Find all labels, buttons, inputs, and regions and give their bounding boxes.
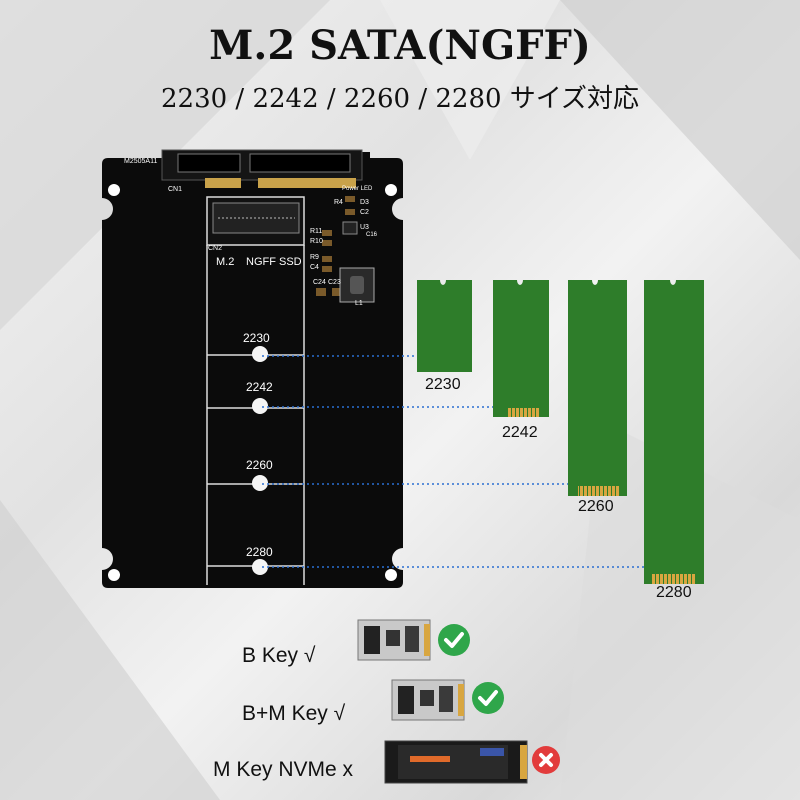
- ssd-size-label: 2242: [502, 424, 538, 441]
- ssd-size-label: 2280: [656, 584, 692, 601]
- power-led-label: Power LED: [342, 186, 373, 192]
- ssd-card-2242: [493, 280, 549, 417]
- standoffs: [252, 346, 268, 575]
- mount-label-2280: 2280: [246, 545, 273, 559]
- component-label: R11: [310, 228, 323, 235]
- mount-label-2260: 2260: [246, 458, 273, 472]
- check-icon: [438, 624, 470, 656]
- component-label: C24: [313, 279, 326, 286]
- size-guide-lines: [262, 355, 648, 568]
- mount-label-2230: 2230: [243, 331, 270, 345]
- page-subtitle: 2230 / 2242 / 2260 / 2280 サイズ対応: [160, 84, 640, 114]
- component-label: C23: [328, 279, 341, 286]
- ssd-card-2230: [417, 280, 472, 372]
- ssd-size-label: 2260: [578, 498, 614, 515]
- ssd-card-2260: [568, 280, 627, 496]
- mount-hole: [108, 569, 120, 581]
- nvme-module: [384, 740, 528, 784]
- m-key-nvme-label: M Key NVMe x: [213, 758, 354, 781]
- bm-key-label: B+M Key √: [242, 702, 346, 725]
- cross-icon: [532, 746, 560, 774]
- cn2-label: CN2: [208, 245, 223, 252]
- component-label: C4: [310, 264, 319, 271]
- component-label: R4: [334, 199, 343, 206]
- mount-hole: [385, 184, 397, 196]
- component-label: R10: [310, 238, 323, 245]
- component-label: D3: [360, 199, 369, 206]
- mount-hole: [108, 184, 120, 196]
- check-icon: [472, 682, 504, 714]
- cn1-label: CN1: [168, 186, 183, 193]
- chip-u3: [342, 221, 358, 235]
- bm-key-module: [391, 679, 465, 721]
- component-label: U3: [360, 224, 369, 231]
- component-label: R9: [310, 254, 319, 261]
- b-key-module: [357, 619, 431, 661]
- slot-label-ngff: NGFF SSD: [246, 256, 302, 268]
- ssd-size-label: 2230: [425, 376, 461, 393]
- component-label: L1: [355, 300, 363, 307]
- page-title: M.2 SATA(NGFF): [209, 22, 591, 69]
- ssd-card-2280: [644, 280, 704, 584]
- slot-label-m2: M.2: [216, 256, 235, 268]
- b-key-label: B Key √: [242, 644, 316, 667]
- component-label: C2: [360, 209, 369, 216]
- component-label: C16: [366, 232, 378, 238]
- mount-label-2242: 2242: [246, 380, 273, 394]
- board-model-label: M2505A11: [124, 158, 158, 165]
- mount-hole: [385, 569, 397, 581]
